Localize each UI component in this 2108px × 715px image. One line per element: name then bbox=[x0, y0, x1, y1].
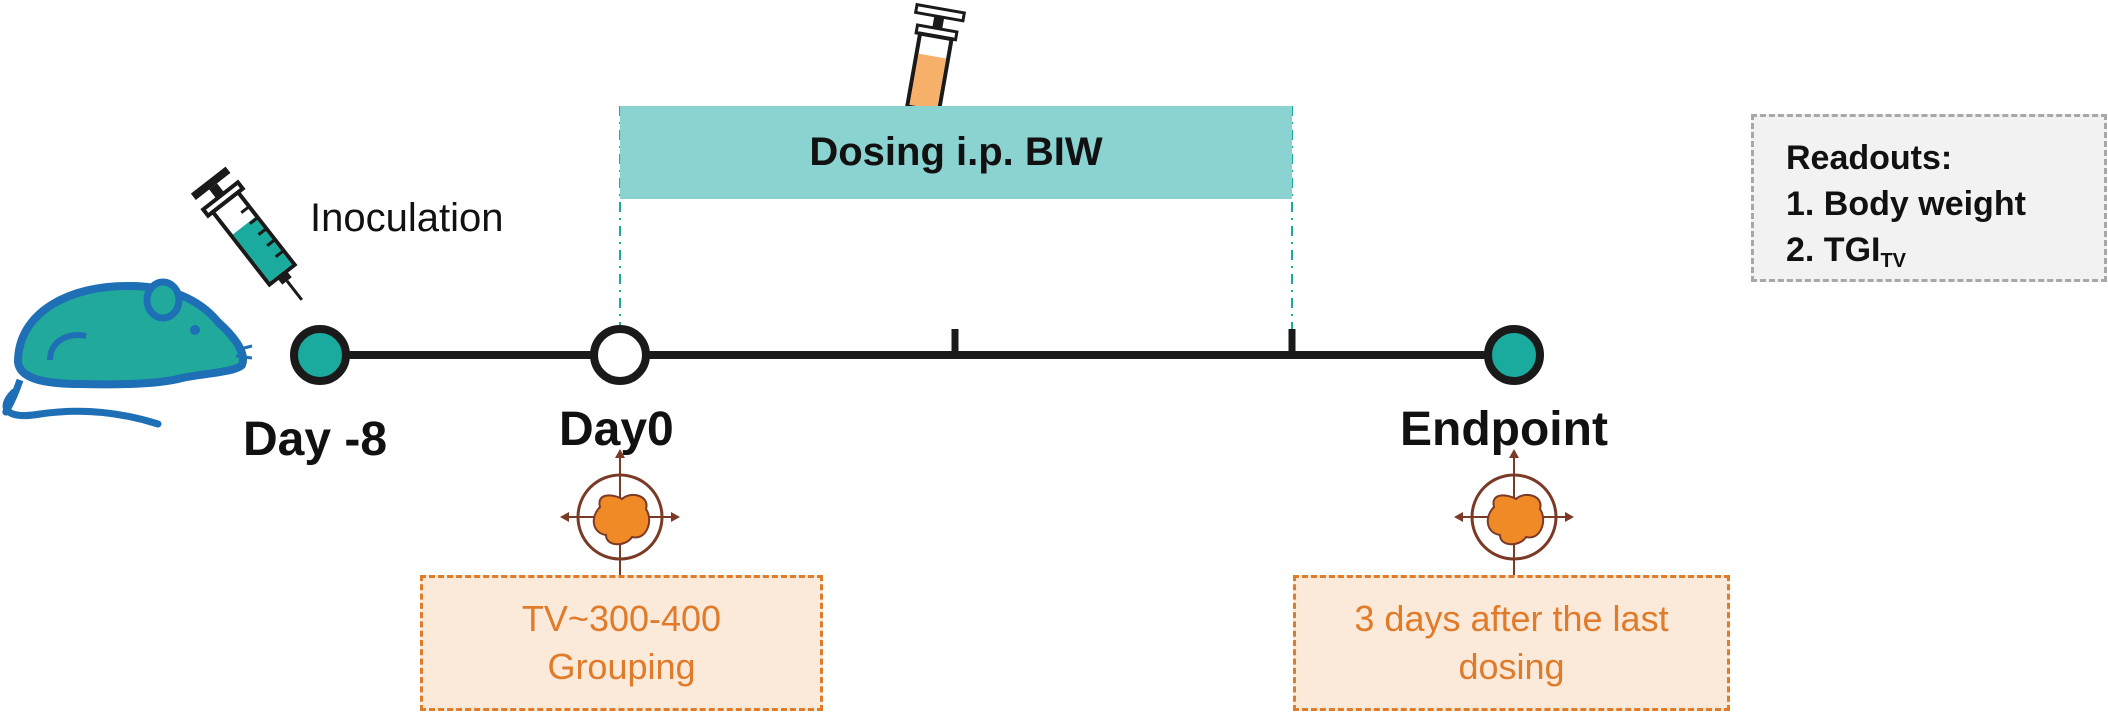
syringe-teal-icon bbox=[190, 166, 303, 301]
grouping-line1: TV~300-400 bbox=[521, 598, 722, 639]
day0-label: Day0 bbox=[559, 403, 674, 456]
grouping-box: TV~300-400 Grouping bbox=[420, 575, 823, 711]
node-endpoint bbox=[1484, 325, 1544, 385]
node-day-minus8 bbox=[290, 325, 350, 385]
grouping-line2: Grouping bbox=[547, 646, 696, 687]
mouse-icon bbox=[2, 278, 253, 428]
endpoint-box: 3 days after the last dosing bbox=[1293, 575, 1730, 711]
endpoint-label: Endpoint bbox=[1400, 403, 1608, 456]
inoculation-label: Inoculation bbox=[310, 196, 504, 240]
readout-tgi-main: 2. TGI bbox=[1786, 231, 1881, 269]
readout-tgi-subscript: TV bbox=[1880, 250, 1907, 272]
readouts-box: Readouts: 1. Body weight 2. TGITV bbox=[1751, 114, 2107, 282]
readouts-title: Readouts: bbox=[1786, 139, 1953, 177]
endpoint-box-line2: dosing bbox=[1458, 646, 1565, 687]
endpoint-box-line1: 3 days after the last bbox=[1354, 598, 1669, 639]
readout-item-body-weight: 1. Body weight bbox=[1786, 185, 2026, 223]
day-minus8-label: Day -8 bbox=[243, 413, 388, 466]
tumor-target-icon bbox=[1454, 449, 1574, 585]
readout-item-tgi: 2. TGITV bbox=[1786, 227, 2104, 284]
dosing-label: Dosing i.p. BIW bbox=[809, 130, 1103, 174]
dosing-window-bar: Dosing i.p. BIW bbox=[620, 106, 1292, 199]
tumor-target-icon bbox=[560, 449, 680, 585]
node-day0 bbox=[590, 325, 650, 385]
